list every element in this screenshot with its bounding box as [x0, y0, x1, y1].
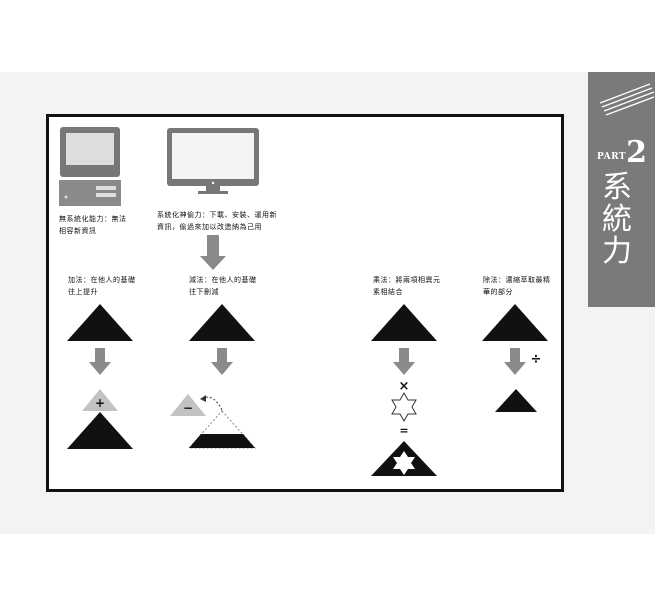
caption-no-system: 無系統化能力：無法 相容新資訊 — [59, 215, 127, 235]
reduced-triangle — [495, 389, 537, 412]
part-number: 2 — [626, 135, 647, 170]
monitor-button — [211, 181, 215, 185]
monitor-base — [198, 191, 228, 194]
title-char: 系 — [602, 170, 632, 205]
part-heading: PART2 — [593, 138, 651, 168]
old-monitor-screen — [66, 133, 114, 165]
illustration-frame — [46, 114, 564, 492]
equals-symbol: = — [399, 424, 408, 437]
speed-lines-decoration — [599, 83, 655, 116]
trimmed-triangle-outline — [187, 410, 257, 449]
new-computer-icon — [167, 128, 259, 194]
minus-symbol: − — [183, 401, 193, 415]
new-monitor-screen — [172, 133, 254, 179]
plus-symbol: + — [95, 396, 105, 410]
old-computer-icon — [59, 127, 121, 206]
down-arrow-icon — [89, 348, 111, 375]
power-light — [64, 195, 68, 199]
star-inside-icon — [393, 451, 415, 475]
added-triangle — [82, 389, 118, 411]
monitor-stand — [206, 186, 220, 192]
chapter-title: 系 統 力 — [588, 172, 646, 268]
caption-with-system: 系統化神偷力：下載、安裝、運用新 資訊，偷過來加以改造納為己用 — [157, 211, 277, 231]
base-triangle — [189, 304, 255, 341]
down-arrow-icon — [504, 348, 526, 375]
star-icon — [391, 391, 417, 423]
caption-division: 除法：濃縮萃取最精 華的部分 — [483, 276, 551, 296]
caption-multiplication: 乘法：將兩項相異元 素相結合 — [373, 276, 441, 296]
base-triangle — [67, 304, 133, 341]
curved-arrow-head — [200, 395, 206, 402]
divide-symbol: ÷ — [531, 352, 542, 367]
trimmed-triangle-base — [189, 434, 255, 448]
title-char: 統 — [602, 202, 632, 237]
times-symbol: × — [399, 379, 410, 394]
down-arrow-icon — [200, 235, 226, 270]
caption-addition: 加法：在他人的基礎 往上提升 — [68, 276, 136, 296]
result-triangle — [67, 412, 133, 449]
removed-triangle — [170, 394, 206, 416]
chapter-tab — [588, 72, 655, 307]
part-label: PART — [597, 152, 627, 162]
caption-subtraction: 減法：在他人的基礎 往下刪減 — [189, 276, 257, 296]
down-arrow-icon — [393, 348, 415, 375]
drive-slot — [96, 186, 116, 190]
tab-background — [588, 72, 655, 307]
drive-slot — [96, 193, 116, 197]
base-triangle — [371, 304, 437, 341]
down-arrow-icon — [211, 348, 233, 375]
title-char: 力 — [602, 234, 632, 269]
base-triangle — [482, 304, 548, 341]
